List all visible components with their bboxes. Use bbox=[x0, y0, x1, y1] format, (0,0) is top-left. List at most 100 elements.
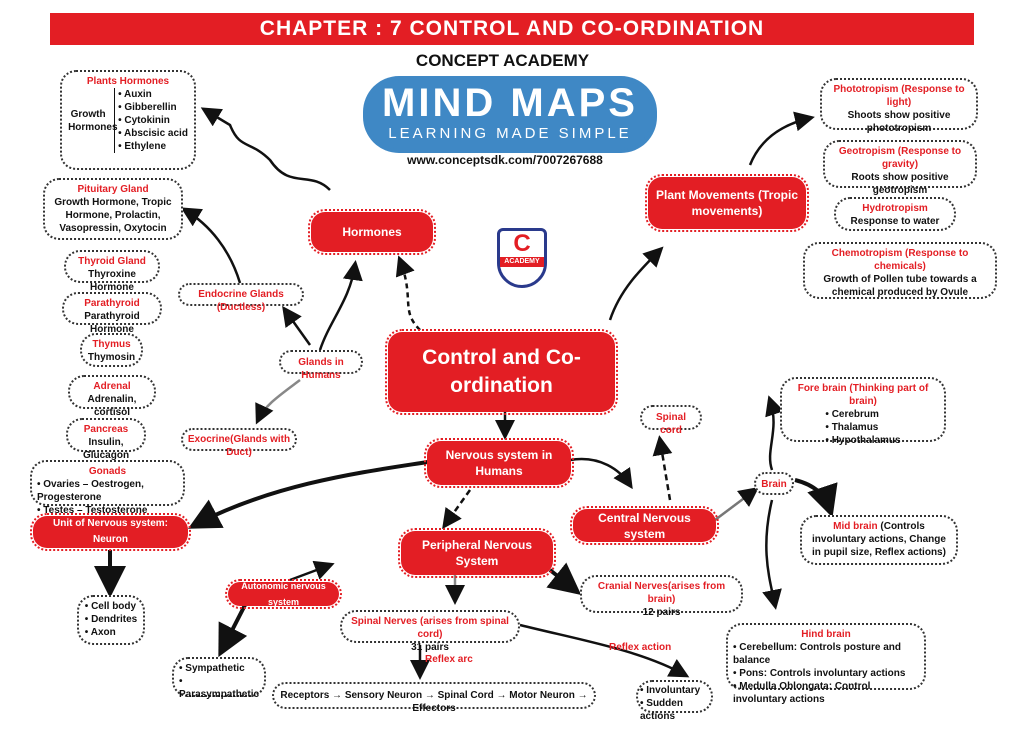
autonomic-node: Autonomic nervous system bbox=[225, 579, 342, 609]
thyroid-text: Thyroxine Hormone bbox=[88, 269, 136, 293]
geotropism-text: Roots show positive geotropism bbox=[851, 172, 949, 196]
glands-in-humans-box: Glands in Humans bbox=[279, 350, 363, 381]
list-item: Testes – Testosterone bbox=[37, 504, 178, 517]
adrenal-text: Adrenalin, cortisol bbox=[87, 394, 137, 418]
plant-movements-node: Plant Movements (Tropic movements) bbox=[645, 174, 809, 232]
reflex-arc-chain: Receptors → Sensory Neuron → Spinal Cord… bbox=[280, 690, 588, 714]
neuron-parts-box: Cell body Dendrites Axon bbox=[77, 595, 145, 645]
endocrine-box: Endocrine Glands (Ductless) bbox=[178, 283, 304, 313]
hormones-node: Hormones bbox=[308, 209, 436, 255]
hydrotropism-box: Hydrotropism Response to water bbox=[834, 197, 956, 231]
list-item: Medulla Oblongata: Control involuntary a… bbox=[733, 680, 919, 706]
pancreas-title: Pancreas bbox=[83, 424, 129, 435]
brain-box: Brain bbox=[754, 472, 794, 495]
pituitary-text: Growth Hormone, Tropic Hormone, Prolacti… bbox=[54, 197, 172, 234]
list-item: Hypothalamus bbox=[825, 434, 901, 447]
pancreas-box: Pancreas Insulin, Glucagon bbox=[66, 418, 146, 461]
cns-node: Central Nervous system bbox=[570, 506, 719, 545]
list-item: Cytokinin bbox=[118, 114, 188, 127]
pns-node: Peripheral Nervous System bbox=[398, 528, 556, 578]
endocrine-label: Endocrine Glands (Ductless) bbox=[198, 289, 284, 313]
cranial-text: 12 pairs bbox=[642, 607, 681, 618]
list-item: Parasympathetic bbox=[179, 675, 259, 701]
list-item: Gibberellin bbox=[118, 101, 188, 114]
fore-brain-box: Fore brain (Thinking part of brain) Cere… bbox=[780, 377, 946, 446]
hydrotropism-text: Response to water bbox=[850, 216, 940, 227]
exocrine-label: Exocrine(Glands with Duct) bbox=[187, 434, 291, 458]
chemotropism-text: Growth of Pollen tube towards a chemical… bbox=[823, 274, 977, 298]
cranial-title: Cranial Nerves(arises from brain) bbox=[597, 581, 726, 605]
list-item: Ovaries – Oestrogen, Progesterone bbox=[37, 478, 178, 504]
hind-brain-box: Hind brain Cerebellum: Controls posture … bbox=[726, 623, 926, 705]
phototropism-text: Shoots show positive phototropism bbox=[847, 110, 951, 134]
logo-text: ACADEMY bbox=[500, 257, 544, 267]
spinal-nerves-text: 31 pairs bbox=[411, 642, 449, 653]
list-item: Involuntary bbox=[640, 684, 709, 697]
pituitary-box: Pituitary Gland Growth Hormone, Tropic H… bbox=[43, 178, 183, 240]
spinal-cord-box: Spinal cord bbox=[640, 405, 702, 436]
phototropism-box: Phototropism (Response to light) Shoots … bbox=[820, 78, 978, 134]
phototropism-title: Phototropism (Response to light) bbox=[833, 84, 965, 108]
glands-label: Glands in Humans bbox=[298, 357, 344, 381]
mid-brain-title: Mid brain bbox=[833, 521, 878, 532]
plants-hormones-title: Plants Hormones bbox=[86, 76, 170, 87]
thyroid-box: Thyroid Gland Thyroxine Hormone bbox=[64, 250, 160, 293]
list-item: Thalamus bbox=[825, 421, 900, 434]
hydrotropism-title: Hydrotropism bbox=[862, 203, 928, 214]
reflex-action-box: Involuntary Sudden actions bbox=[636, 680, 713, 722]
gonads-title: Gonads bbox=[88, 466, 127, 477]
thymus-title: Thymus bbox=[92, 339, 131, 350]
website-url: www.conceptsdk.com/7007267688 bbox=[407, 153, 603, 167]
list-item: Cerebellum: Controls posture and balance bbox=[733, 641, 919, 667]
geotropism-box: Geotropism (Response to gravity) Roots s… bbox=[823, 140, 977, 196]
thymus-text: Thymosin bbox=[87, 352, 136, 363]
thyroid-title: Thyroid Gland bbox=[78, 256, 146, 267]
list-item: Cerebrum bbox=[825, 408, 900, 421]
fore-brain-title: Fore brain (Thinking part of brain) bbox=[797, 383, 929, 407]
chapter-title-bar: CHAPTER : 7 CONTROL AND CO-ORDINATION bbox=[50, 13, 974, 45]
adrenal-box: Adrenal Adrenalin, cortisol bbox=[68, 375, 156, 418]
cranial-nerves-box: Cranial Nerves(arises from brain) 12 pai… bbox=[580, 575, 743, 618]
neuron-node: Unit of Nervous system: Neuron bbox=[30, 513, 191, 551]
central-node: Control and Co- ordination bbox=[385, 329, 618, 415]
thymus-box: Thymus Thymosin bbox=[80, 333, 143, 367]
spinal-nerves-title: Spinal Nerves (arises from spinal cord) bbox=[351, 616, 509, 640]
parathyroid-box: Parathyroid Parathyroid Hormone bbox=[62, 292, 162, 335]
brain-label: Brain bbox=[761, 479, 787, 490]
list-item: Auxin bbox=[118, 88, 188, 101]
mid-brain-text: (Controls involuntary actions, Change in… bbox=[812, 521, 946, 558]
list-item: Sudden actions bbox=[640, 697, 709, 723]
mind-maps-badge: MIND MAPS LEARNING MADE SIMPLE bbox=[365, 78, 655, 151]
chemotropism-box: Chemotropism (Response to chemicals) Gro… bbox=[803, 242, 997, 299]
autonomic-types-box: Sympathetic Parasympathetic bbox=[172, 657, 266, 700]
list-item: Axon bbox=[85, 626, 137, 639]
gonads-box: Gonads Ovaries – Oestrogen, Progesterone… bbox=[30, 460, 185, 516]
list-item: Dendrites bbox=[85, 613, 137, 626]
reflex-arc-label: Reflex arc bbox=[425, 654, 473, 665]
pituitary-title: Pituitary Gland bbox=[77, 184, 149, 195]
adrenal-title: Adrenal bbox=[93, 381, 131, 392]
list-item: Ethylene bbox=[118, 140, 188, 153]
exocrine-box: Exocrine(Glands with Duct) bbox=[181, 428, 297, 458]
mid-brain-box: Mid brain (Controls involuntary actions,… bbox=[800, 515, 958, 565]
parathyroid-text: Parathyroid Hormone bbox=[84, 311, 140, 335]
chemotropism-title: Chemotropism (Response to chemicals) bbox=[831, 248, 969, 272]
reflex-action-label: Reflex action bbox=[609, 642, 672, 653]
plants-hormones-box: Plants Hormones Growth Hormones Auxin Gi… bbox=[60, 70, 196, 170]
pancreas-text: Insulin, Glucagon bbox=[82, 437, 130, 461]
parathyroid-title: Parathyroid bbox=[84, 298, 140, 309]
list-item: Sympathetic bbox=[179, 662, 259, 675]
hind-brain-title: Hind brain bbox=[801, 629, 851, 640]
spinal-nerves-box: Spinal Nerves (arises from spinal cord) … bbox=[340, 610, 520, 653]
list-item: Pons: Controls involuntary actions bbox=[733, 667, 919, 680]
reflex-arc-chain-box: Receptors → Sensory Neuron → Spinal Cord… bbox=[272, 682, 596, 714]
brand-name: CONCEPT ACADEMY bbox=[415, 51, 590, 70]
academy-logo: C ACADEMY bbox=[497, 228, 547, 288]
list-item: Abscisic acid bbox=[118, 127, 188, 140]
logo-letter: C bbox=[513, 230, 531, 257]
list-item: Cell body bbox=[85, 600, 137, 613]
spinal-cord-label: Spinal cord bbox=[655, 412, 686, 436]
nervous-system-node: Nervous system in Humans bbox=[424, 438, 574, 488]
badge-title: MIND MAPS bbox=[382, 81, 638, 125]
badge-subtitle: LEARNING MADE SIMPLE bbox=[388, 125, 632, 142]
